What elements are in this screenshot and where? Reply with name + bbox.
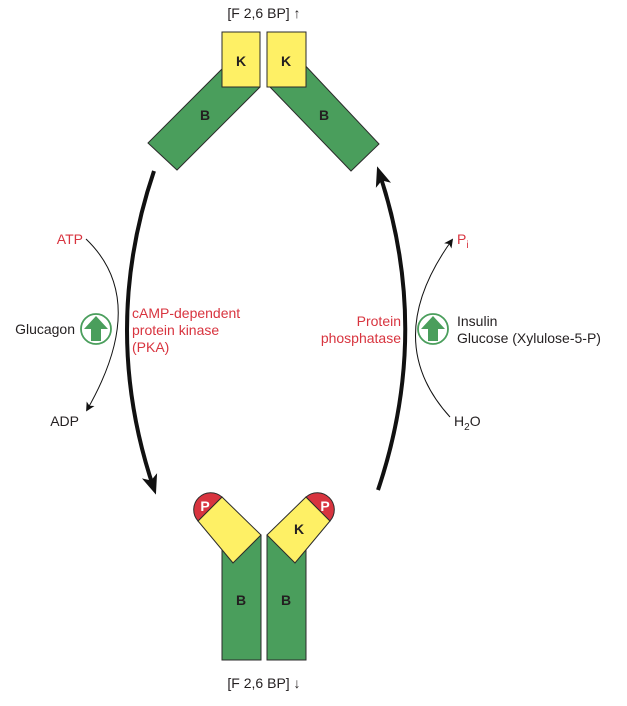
bottom-f26bp-label: [F 2,6 BP] ↓ <box>227 675 300 691</box>
pka-label-line3: (PKA) <box>132 339 169 355</box>
top-left-subunit: B K <box>147 31 261 171</box>
up-arrow-icon <box>417 313 449 345</box>
kinase-label: K <box>281 53 291 69</box>
phosphate-label: P <box>200 498 209 514</box>
phosphatase-label-line1: Protein <box>357 313 401 329</box>
glucagon-label: Glucagon <box>15 321 75 337</box>
pi-label: Pi <box>457 231 469 251</box>
bottom-left-subunit: B P <box>193 492 262 661</box>
top-f26bp-label: [F 2,6 BP] ↑ <box>227 5 300 21</box>
pka-label-line1: cAMP-dependent <box>132 305 240 321</box>
phosphate-group <box>193 492 223 522</box>
pka-label-line2: protein kinase <box>132 322 219 338</box>
bisphosphatase-label: B <box>236 592 246 608</box>
h2o-label: H2O <box>454 413 481 433</box>
phosphatase-label-line2: phosphatase <box>321 330 401 346</box>
bisphosphatase-label: B <box>281 592 291 608</box>
bottom-right-subunit: B K P <box>266 492 335 661</box>
phosphorylation-arrow <box>125 170 158 495</box>
kinase-domain <box>221 31 261 88</box>
bisphosphatase-label: B <box>200 107 210 123</box>
glucose-label: Glucose (Xylulose-5-P) <box>457 330 601 346</box>
atp-adp-arrow <box>85 238 119 412</box>
top-right-subunit: B K <box>266 31 380 172</box>
atp-label: ATP <box>57 231 83 247</box>
kinase-label: K <box>294 521 304 537</box>
up-arrow-icon <box>80 313 112 345</box>
phosphate-group <box>305 492 335 522</box>
adp-label: ADP <box>50 413 79 429</box>
dephosphorylation-arrow <box>375 166 408 491</box>
h2o-pi-arrow <box>415 238 454 418</box>
bisphosphatase-label: B <box>319 107 329 123</box>
kinase-label: K <box>236 53 246 69</box>
kinase-domain <box>266 31 307 88</box>
phosphate-label: P <box>320 498 329 514</box>
insulin-label: Insulin <box>457 313 497 329</box>
